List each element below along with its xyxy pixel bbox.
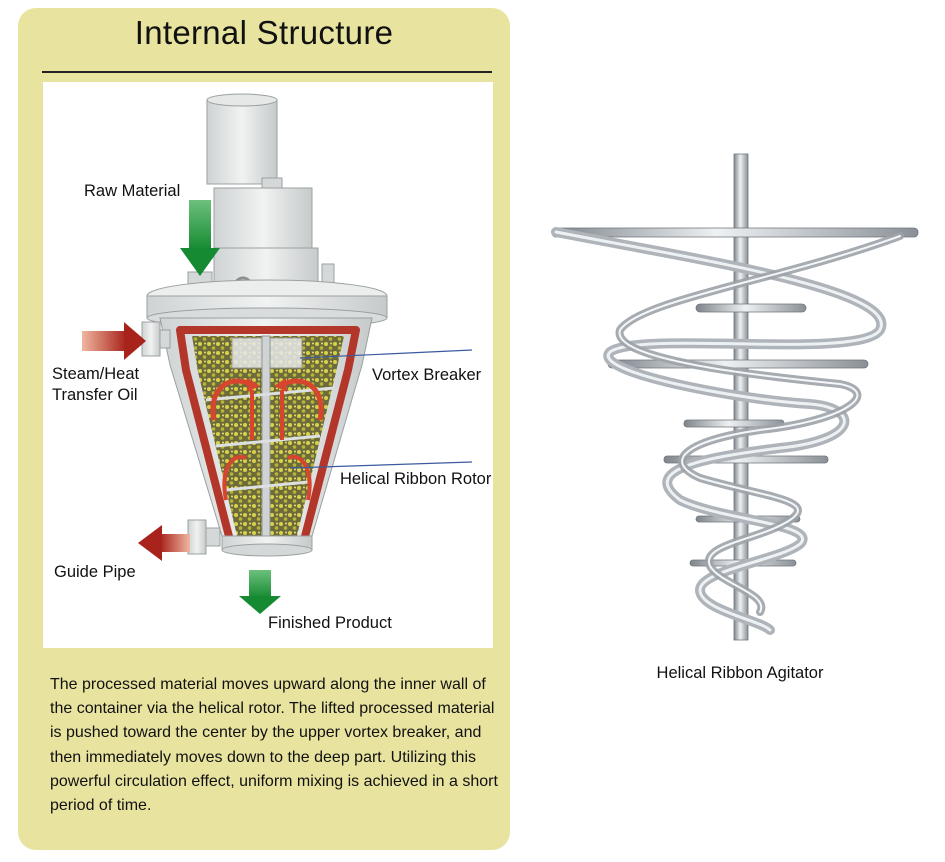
steam-inlet-arrow <box>82 322 146 360</box>
label-helical-ribbon-rotor: Helical Ribbon Rotor <box>340 469 492 489</box>
title-divider <box>42 71 492 73</box>
vortex-breaker-leader <box>299 349 473 359</box>
panel-title: Internal Structure <box>134 14 394 51</box>
raw-material-arrow <box>180 200 220 276</box>
label-guide-pipe: Guide Pipe <box>54 562 136 582</box>
guide-pipe-flange <box>187 519 221 555</box>
motor <box>187 93 335 299</box>
finished-product-arrow <box>239 570 281 614</box>
label-transfer-oil: Transfer Oil <box>52 385 138 405</box>
label-steam-heat: Steam/Heat <box>52 364 140 384</box>
structure-description: The processed material moves upward alon… <box>50 676 498 815</box>
conical-vessel <box>159 317 373 557</box>
guide-pipe-arrow <box>138 525 190 561</box>
agitator-caption: Helical Ribbon Agitator <box>656 664 824 682</box>
vessel-lid <box>146 279 388 329</box>
label-raw-material: Raw Material <box>80 181 185 201</box>
label-vortex-breaker: Vortex Breaker <box>372 365 482 385</box>
rotor-leader <box>289 461 473 469</box>
helical-ribbon-agitator-image <box>551 153 919 641</box>
label-finished-product: Finished Product <box>268 613 392 633</box>
